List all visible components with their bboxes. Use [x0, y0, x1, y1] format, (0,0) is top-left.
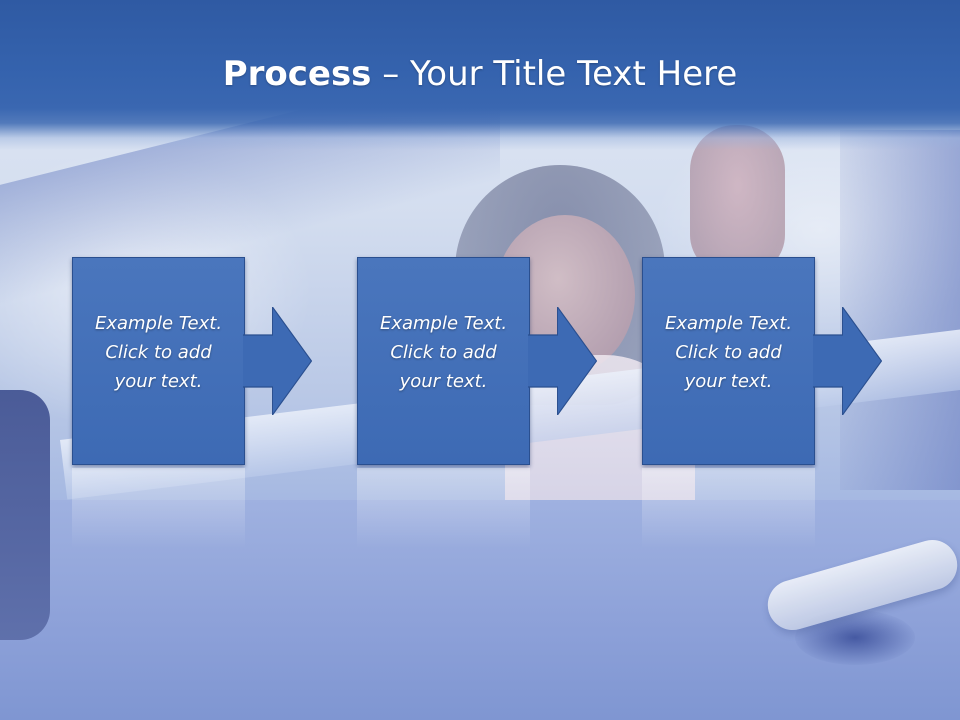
step-text[interactable]: Example Text. Click to add your text. [379, 313, 508, 392]
step-box-face [358, 258, 528, 464]
step-3-reflection [642, 468, 815, 548]
side-mirror-shape [0, 390, 50, 640]
step-1-reflection [72, 468, 245, 548]
title-bar [0, 0, 960, 150]
title-bold-part: Process [222, 54, 372, 94]
slide-title[interactable]: Process – Your Title Text Here [0, 50, 960, 98]
process-step-1[interactable]: Example Text. Click to add your text. [72, 257, 312, 467]
hand-with-keys-shape [690, 125, 785, 275]
step-text[interactable]: Example Text. Click to add your text. [94, 313, 223, 392]
step-text[interactable]: Example Text. Click to add your text. [664, 313, 793, 392]
process-step-2[interactable]: Example Text. Click to add your text. [357, 257, 597, 467]
step-box-face [643, 258, 813, 464]
step-box-face [73, 258, 243, 464]
car-pillar-shape [840, 130, 960, 490]
title-rest-part: – Your Title Text Here [371, 54, 738, 94]
process-step-3[interactable]: Example Text. Click to add your text. [642, 257, 882, 467]
step-2-reflection [357, 468, 530, 548]
